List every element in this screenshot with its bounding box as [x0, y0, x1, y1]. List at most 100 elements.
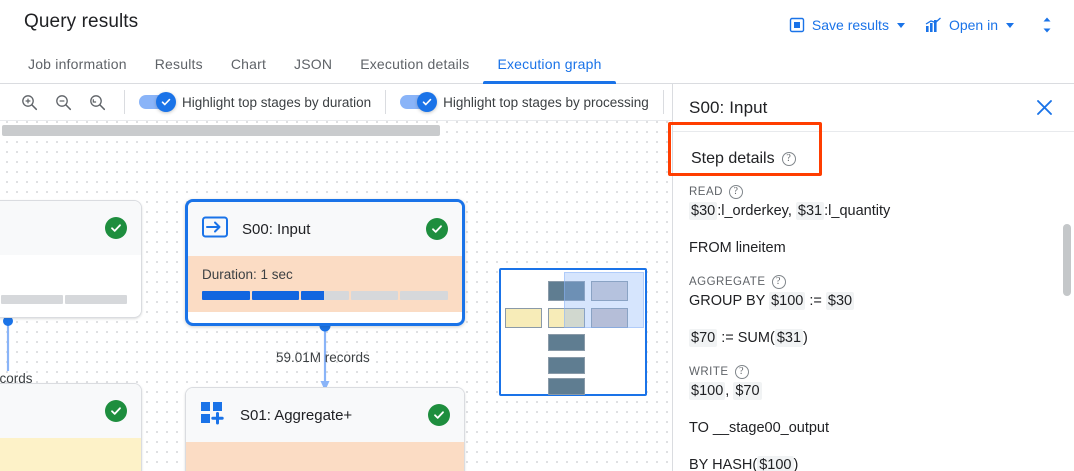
section-label-read: READ ? — [689, 185, 1056, 199]
minimap-node — [548, 334, 585, 351]
status-success-icon — [428, 404, 450, 426]
duration-bar — [202, 291, 448, 300]
node-title: S01: Aggregate+ — [240, 406, 353, 424]
step-details-panel: S00: Input Step details ? READ ? $30:l_o… — [672, 84, 1074, 471]
check-icon — [422, 98, 432, 106]
minimap-node — [505, 308, 542, 328]
toolbar-divider — [124, 90, 125, 114]
save-results-label: Save results — [811, 17, 889, 33]
node-header — [0, 384, 141, 438]
graph-node-partial-top[interactable] — [0, 200, 142, 318]
toggle-switch[interactable] — [400, 92, 438, 112]
panel-title: S00: Input — [689, 97, 768, 117]
toolbar-divider — [662, 90, 664, 114]
help-icon[interactable]: ? — [781, 152, 796, 166]
close-icon — [1036, 100, 1052, 115]
node-body — [0, 438, 141, 471]
toggle-highlight-duration[interactable]: Highlight top stages by duration — [139, 92, 372, 112]
header-actions: Save results Open in — [779, 8, 1064, 42]
step-details-label: Step details — [691, 150, 775, 167]
chart-icon — [925, 17, 942, 33]
status-success-icon — [105, 217, 127, 239]
token: $100 — [689, 382, 726, 400]
zoom-controls — [0, 89, 110, 115]
token: $70 — [733, 382, 762, 400]
toggle-label: Highlight top stages by processing — [443, 94, 649, 110]
node-body — [0, 255, 141, 316]
edge-label-partial: ecords — [0, 371, 33, 386]
token: $70 — [689, 329, 718, 347]
toggle-label: Highlight top stages by duration — [182, 94, 372, 110]
token: $30 — [689, 202, 718, 220]
node-header — [0, 201, 141, 255]
tab-chart[interactable]: Chart — [230, 56, 267, 72]
zoom-out-icon — [55, 94, 71, 110]
toggle-highlight-processing[interactable]: Highlight top stages by processing — [400, 92, 649, 112]
graph-node-s00[interactable]: S00: Input Duration: 1 sec — [185, 199, 465, 326]
horizontal-scrollbar[interactable] — [2, 125, 440, 136]
zoom-in-icon — [21, 94, 37, 110]
status-success-icon — [105, 400, 127, 422]
minimap-viewport[interactable] — [564, 272, 644, 328]
node-title: S00: Input — [242, 220, 311, 238]
help-icon[interactable]: ? — [728, 185, 743, 199]
open-in-button[interactable]: Open in — [915, 11, 1024, 39]
tab-json[interactable]: JSON — [294, 56, 333, 72]
expand-collapse-button[interactable] — [1030, 8, 1064, 42]
token: $31 — [774, 329, 804, 347]
open-in-label: Open in — [948, 17, 998, 33]
minimap-node — [548, 378, 585, 395]
check-icon — [161, 98, 171, 106]
panel-vertical-scrollbar[interactable] — [1063, 224, 1071, 296]
help-icon[interactable]: ? — [771, 275, 786, 289]
tab-job-information[interactable]: Job information — [28, 56, 127, 72]
minimap-node — [548, 357, 585, 374]
graph-minimap[interactable] — [499, 268, 647, 396]
toggle-switch[interactable] — [139, 92, 176, 112]
node-body: Duration: 1 sec — [188, 256, 462, 312]
token: $31 — [795, 202, 825, 220]
panel-body: Step details ? READ ? $30:l_orderkey, $3… — [673, 132, 1074, 471]
close-panel-button[interactable] — [1028, 92, 1060, 124]
execution-graph-canvas[interactable]: ecords S0 — [0, 121, 672, 471]
chevron-down-icon — [896, 22, 905, 28]
tab-execution-details[interactable]: Execution details — [360, 56, 470, 72]
section-line: $70 := SUM($31) — [689, 329, 808, 347]
graph-node-partial-bottom[interactable] — [0, 383, 142, 471]
toolbar-divider — [385, 90, 387, 114]
page-header: Query results Save results — [0, 0, 1074, 46]
tab-results[interactable]: Results — [154, 56, 203, 72]
token: $100 — [769, 292, 806, 310]
save-icon — [789, 17, 805, 33]
zoom-in-button[interactable] — [16, 89, 42, 115]
duration-bar — [0, 295, 127, 304]
aggregate-icon — [200, 400, 226, 431]
section-label-aggregate: AGGREGATE ? — [689, 275, 1056, 289]
save-results-button[interactable]: Save results — [779, 11, 915, 39]
edge-label-records: 59.01M records — [276, 350, 370, 365]
section-line: FROM lineitem — [689, 240, 786, 256]
section-line: BY HASH($100) — [689, 455, 1056, 471]
zoom-reset-button[interactable] — [84, 89, 110, 115]
node-duration-label: Duration: 1 sec — [202, 267, 293, 282]
help-icon[interactable]: ? — [734, 365, 749, 379]
section-line: $100, $70 — [689, 382, 762, 400]
minimap-node — [591, 281, 628, 301]
token: $100 — [757, 456, 794, 471]
section-line: GROUP BY $100 := $30 — [689, 292, 855, 310]
toggle-knob — [417, 92, 438, 112]
graph-node-s01[interactable]: S01: Aggregate+ — [185, 387, 465, 471]
minimap-node — [548, 281, 585, 301]
token: $30 — [825, 292, 855, 310]
zoom-reset-icon — [89, 94, 105, 110]
unfold-more-icon — [1043, 17, 1051, 33]
node-header: S01: Aggregate+ — [186, 388, 464, 442]
zoom-out-button[interactable] — [50, 89, 76, 115]
tab-bar: Job information Results Chart JSON Execu… — [0, 46, 1074, 84]
toggle-knob — [156, 92, 176, 112]
page-title: Query results — [24, 11, 139, 32]
status-success-icon — [426, 218, 448, 240]
section-line: $30:l_orderkey, $31:l_quantity — [689, 202, 891, 220]
tab-execution-graph[interactable]: Execution graph — [483, 56, 616, 84]
node-header: S00: Input — [188, 202, 462, 256]
